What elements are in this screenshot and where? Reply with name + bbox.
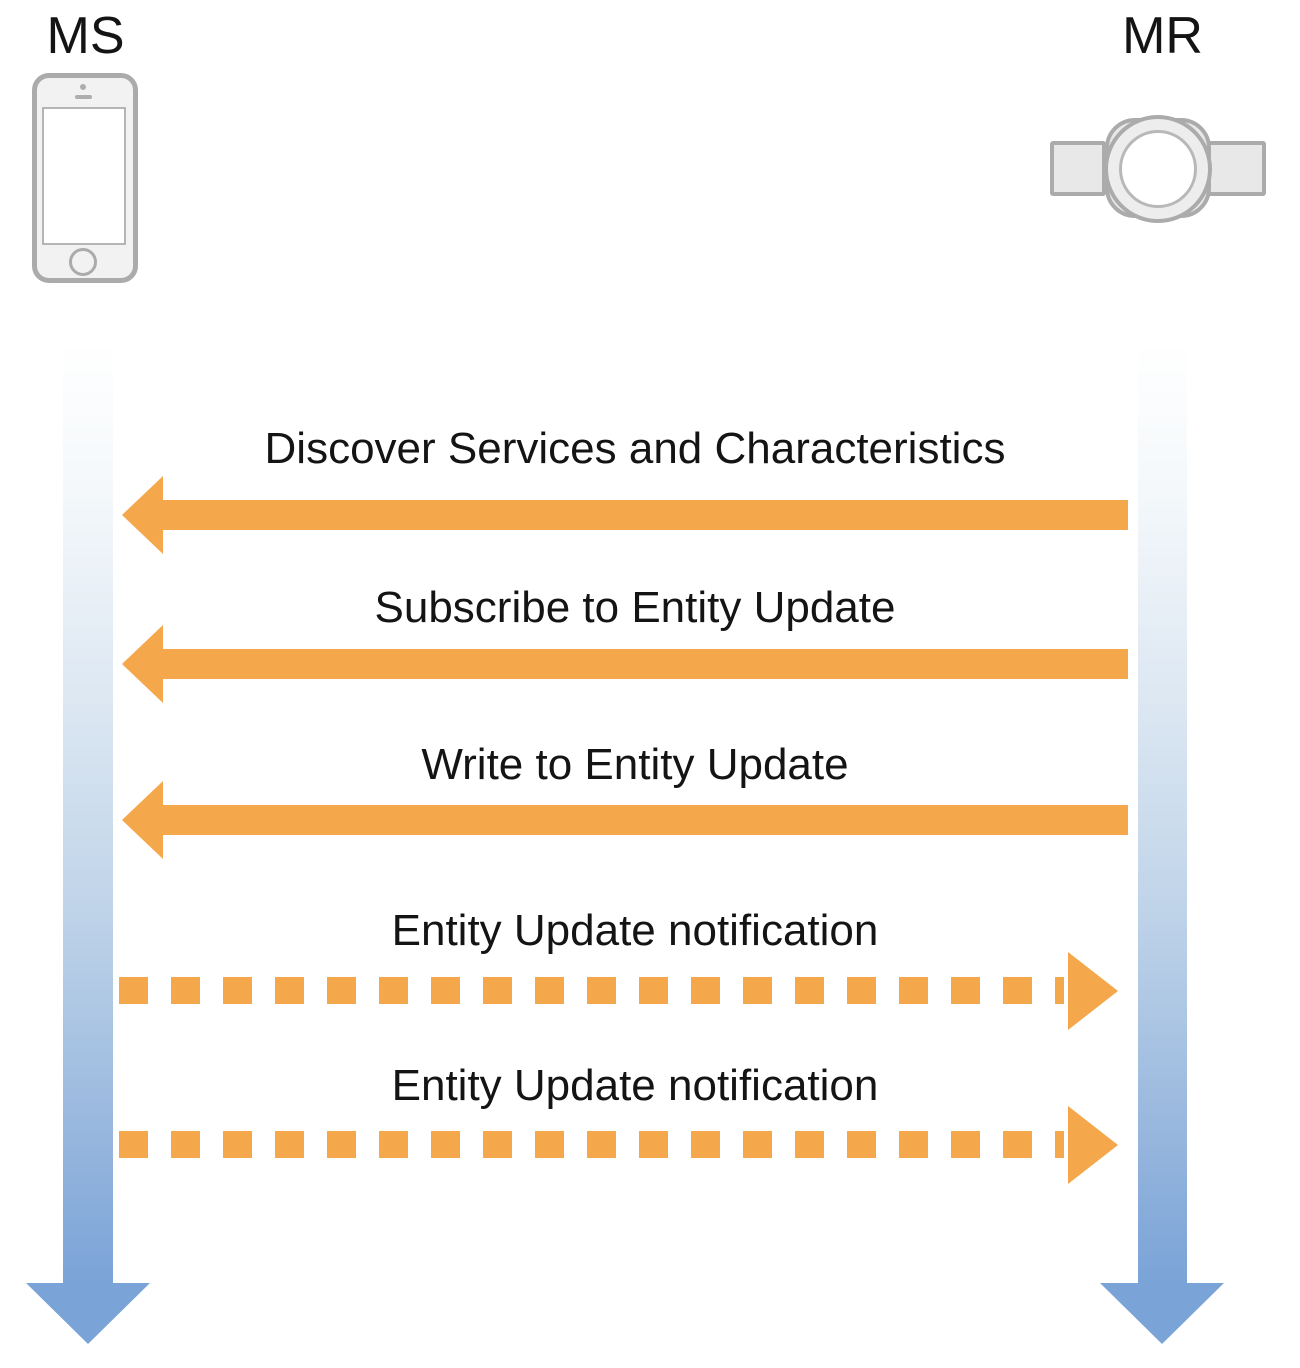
arrow-shaft-solid (163, 649, 1128, 679)
message-label: Write to Entity Update (421, 740, 849, 789)
arrow-shaft-solid (163, 500, 1128, 530)
lifeline-mr-arrowhead-down-icon (1100, 1283, 1224, 1344)
phone-home-button (69, 248, 97, 276)
lifeline-ms-arrowhead-down-icon (26, 1283, 150, 1344)
arrowhead-right-icon (1068, 1106, 1118, 1184)
actor-label-ms: MS (46, 7, 125, 65)
message-label: Discover Services and Characteristics (264, 424, 1006, 473)
arrow-shaft-solid (163, 805, 1128, 835)
arrowhead-left-icon (122, 781, 163, 859)
watch-band-left (1050, 141, 1106, 196)
arrowhead-left-icon (122, 476, 163, 554)
lifeline-ms-shaft (63, 340, 113, 1283)
phone-speaker-slot (75, 95, 92, 99)
arrowhead-right-icon (1068, 952, 1118, 1030)
watch-face (1119, 130, 1197, 208)
phone-screen (42, 107, 126, 245)
watch-icon (1048, 113, 1272, 225)
iphone-icon (32, 73, 138, 283)
lifeline-mr-shaft (1138, 340, 1187, 1283)
message-label: Entity Update notification (391, 1061, 879, 1110)
actor-label-mr: MR (1122, 7, 1203, 65)
message-label: Subscribe to Entity Update (374, 583, 896, 632)
arrowhead-left-icon (122, 625, 163, 703)
arrow-shaft-dashed (119, 1131, 1064, 1158)
phone-camera-dot (80, 84, 86, 90)
arrow-shaft-dashed (119, 977, 1064, 1004)
message-label: Entity Update notification (391, 906, 879, 955)
